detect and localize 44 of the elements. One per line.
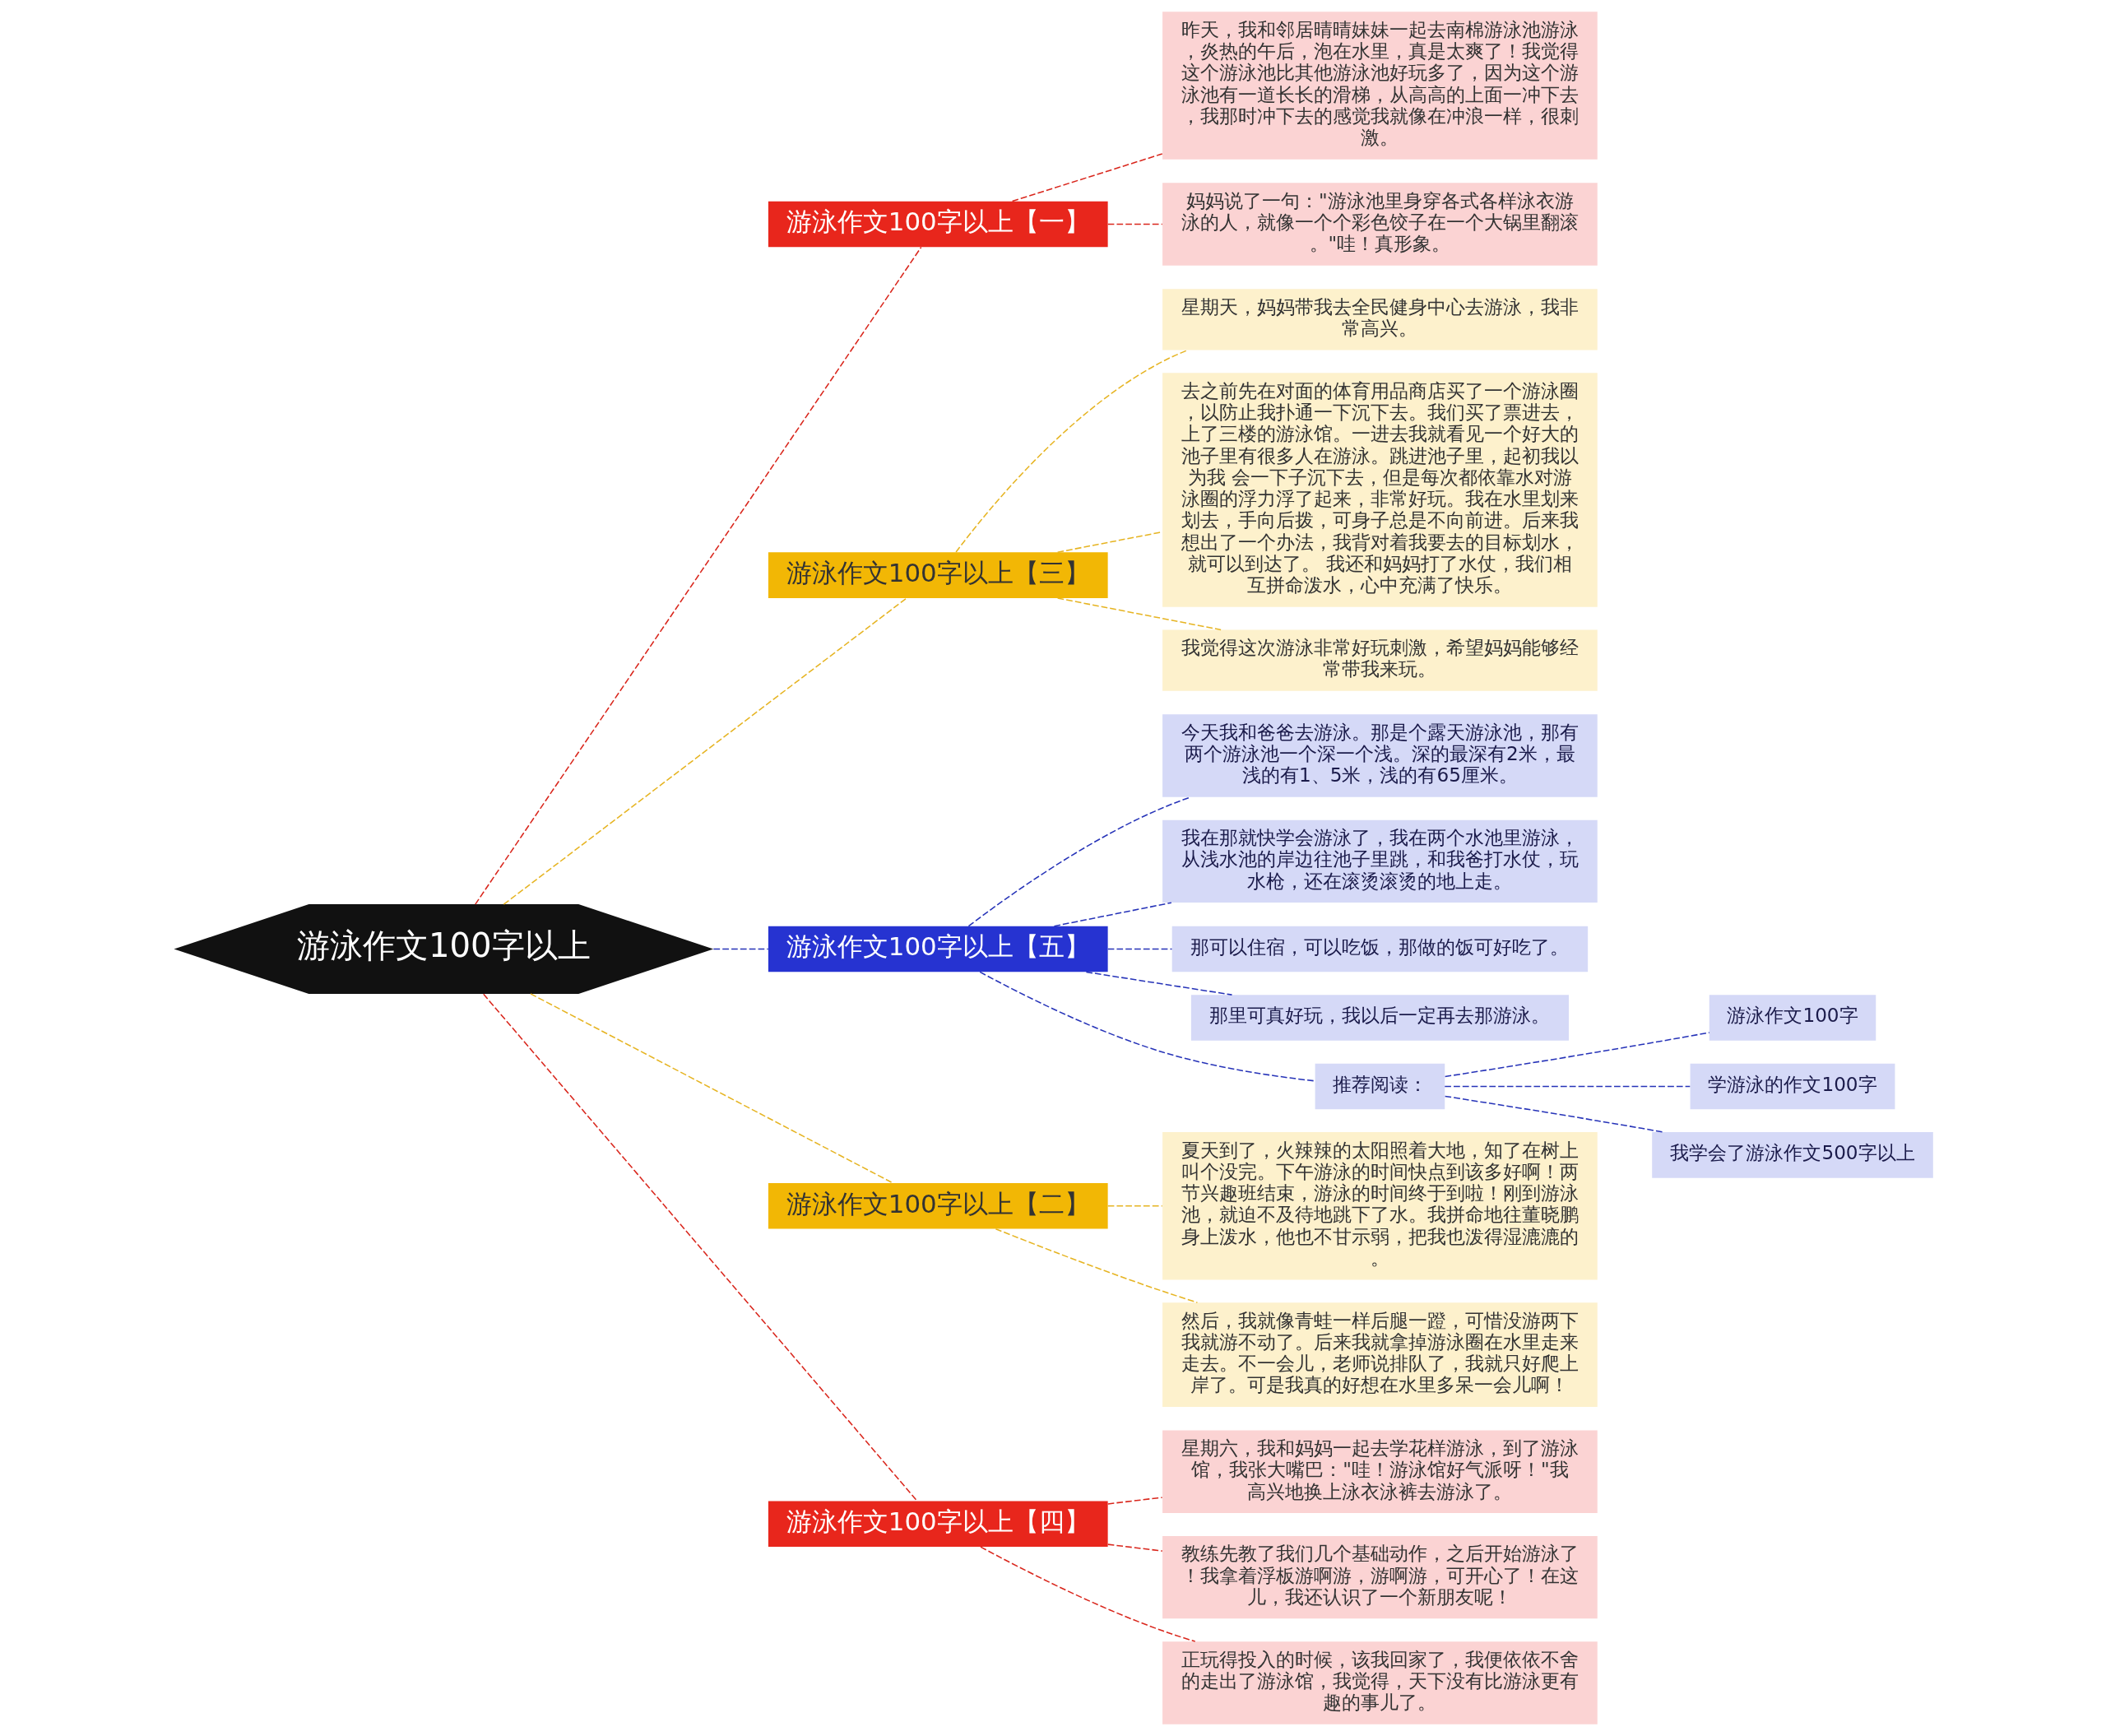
connector: [503, 597, 907, 905]
node-box: 我学会了游泳作文500字以上: [1651, 1132, 1933, 1178]
connector: [954, 349, 1189, 553]
connector: [1106, 1543, 1163, 1552]
node-box: 今天我和爸爸去游泳。那是个露天游泳池，那有两个游泳池一个深一个浅。深的最深有2米，最浅的有1、5米，浅的有65厘米。: [1162, 714, 1598, 797]
node-box: 游泳作文100字以上【四】: [768, 1501, 1108, 1548]
node-box: 推荐阅读：: [1315, 1063, 1445, 1110]
node-box: 夏天到了，火辣辣的太阳照着大地，知了在树上叫个没完。下午游泳的时间快点到该多好啊！两节兴趣班结束，游泳的时间终于到啦！刚到游泳池，就迫不及待地跳下了水。我拼命地往董晓鹏身上泼水，他也不甘示弱，把我也泼得湿漉漉的。: [1162, 1132, 1598, 1280]
connector: [1085, 971, 1232, 996]
node-box: 昨天，我和邻居晴晴妹妹一起去南棉游泳池游泳，炎热的午后，泡在水里，真是太爽了！我觉得这个游泳池比其他游泳池好玩多了，因为这个游泳池有一道长长的滑梯，从高高的上面一冲下去，我那时冲下去的感觉我就像在冲浪一样，很刺激。: [1162, 12, 1598, 160]
node-box: 然后，我就像青蛙一样后腿一蹬，可惜没游两下我就游不动了。后来我就拿掉游泳圈在水里走来走去。不一会儿，老师说排队了，我就只好爬上岸了。可是我真的好想在水里多呆一会儿啊！: [1162, 1302, 1598, 1407]
connector: [1106, 948, 1172, 950]
connector: [1106, 1205, 1163, 1207]
node-box: 我觉得这次游泳非常好玩刺激，希望妈妈能够经常带我来玩。: [1162, 629, 1598, 691]
node-box: 那可以住宿，可以吃饭，那做的饭可好吃了。: [1171, 926, 1588, 972]
connector: [1444, 1085, 1691, 1088]
node-box: 游泳作文100字以上【一】: [768, 201, 1108, 248]
node-box: 教练先教了我们几个基础动作，之后开始游泳了！我拿着浮板游啊游，游啊游，可开心了！在这儿，我还认识了一个新朋友呢！: [1162, 1535, 1598, 1619]
node-box: 学游泳的作文100字: [1690, 1063, 1895, 1110]
connector: [995, 1228, 1198, 1303]
connector: [1444, 1032, 1710, 1078]
connector: [978, 971, 1315, 1082]
connector: [1011, 153, 1163, 202]
node-box: 我在那就快学会游泳了，我在两个水池里游泳，从浅水池的岸边往池子里跳，和我爸打水仗，玩水枪，还在滚烫滚烫的地上走。: [1162, 819, 1598, 903]
node-box: 游泳作文100字以上【五】: [768, 926, 1108, 972]
connector: [967, 796, 1191, 927]
node-box: 那里可真好玩，我以后一定再去那游泳。: [1190, 995, 1569, 1041]
connector: [712, 948, 769, 950]
connector: [474, 246, 921, 905]
connector: [482, 993, 917, 1502]
node-box: 游泳作文100字以上【二】: [768, 1182, 1108, 1229]
node-box: 游泳作文100字: [1709, 995, 1876, 1041]
connector: [529, 993, 893, 1184]
connector: [979, 1546, 1195, 1642]
node-box: 星期六，我和妈妈一起去学花样游泳，到了游泳馆，我张大嘴巴："哇！游泳馆好气派呀！"我高兴地换上泳衣泳裤去游泳了。: [1162, 1430, 1598, 1514]
node-box: 游泳作文100字以上【三】: [768, 552, 1108, 598]
connector: [1444, 1095, 1664, 1133]
connector: [1106, 1497, 1163, 1505]
node-box: 正玩得投入的时候，该我回家了，我便依依不舍的走出了游泳馆，我觉得，天下没有比游泳更有趣的事儿了。: [1162, 1641, 1598, 1724]
node-box: 星期天，妈妈带我去全民健身中心去游泳，我非常高兴。: [1162, 289, 1598, 350]
node-box: 妈妈说了一句："游泳池里身穿各式各样泳衣游泳的人，就像一个个彩色饺子在一个大锅里翻滚。"哇！真形象。: [1162, 183, 1598, 266]
node-box: 去之前先在对面的体育用品商店买了一个游泳圈，以防止我扑通一下沉下去。我们买了票进去，上了三楼的游泳馆。一进去我就看见一个好大的池子里有很多人在游泳。跳进池子里，起初我以为我 会一下子沉下去，但是每次都依靠水对游泳圈的浮力浮了起来，非常好玩。我在水里划来划去，手向后拨，可身子总是不向前进。后来我想出了一个办法，我背对着我要去的目标划水，就可以到达了。 我还和妈妈打了水仗，我们相互拼命泼水，心中充满了快乐。: [1162, 373, 1598, 607]
connector: [1106, 223, 1163, 225]
connector: [1053, 902, 1172, 927]
